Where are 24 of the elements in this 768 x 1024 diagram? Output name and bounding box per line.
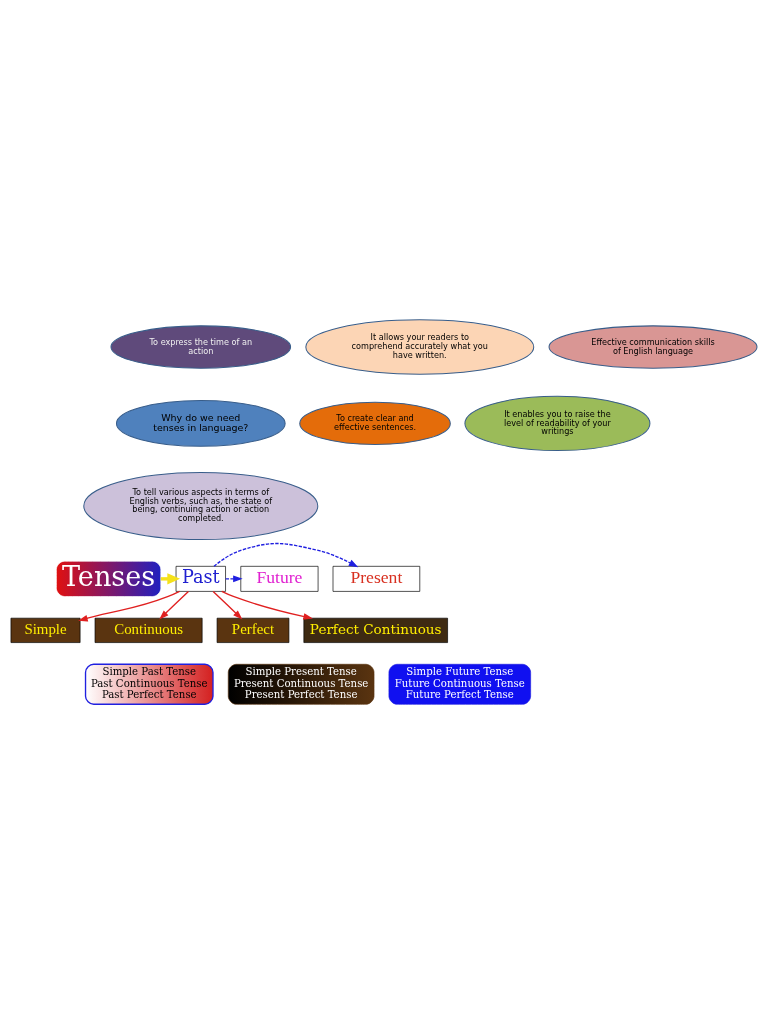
node-ellipse: Effective communication skills of English language — [548, 325, 758, 369]
node-box: Simple Future Tense Future Continuous Tense Future Perfect Tense — [388, 663, 531, 705]
node-box: Past — [175, 565, 226, 592]
arrow — [213, 542, 359, 568]
node-box: Simple Present Tense Present Continuous Tense Present Perfect Tense — [227, 663, 375, 705]
node-ellipse: To create clear and effective sentences. — [299, 401, 451, 446]
arrow — [212, 590, 243, 620]
arrow — [159, 590, 190, 620]
node-box: Tenses — [56, 560, 162, 597]
node-box: Perfect — [216, 617, 290, 643]
node-ellipse: It enables you to raise the level of readability of your writings — [464, 395, 651, 452]
node-box: Present — [332, 565, 421, 592]
node-box: Simple Past Tense Past Continuous Tense Past Perfect Tense — [84, 663, 214, 705]
node-ellipse: Why do we need tenses in language? — [115, 399, 286, 447]
node-box: Perfect Continuous — [303, 617, 448, 643]
node-box: Simple — [10, 617, 81, 643]
node-box: Continuous — [94, 617, 203, 643]
arrow — [221, 590, 313, 620]
node-box: Future — [240, 565, 319, 592]
node-ellipse: To tell various aspects in terms of English verbs, such as, the state of being, continuing action or action completed. — [83, 471, 319, 541]
arrow — [225, 575, 243, 583]
node-ellipse: To express the time of an action — [110, 325, 292, 369]
arrow — [78, 590, 181, 622]
node-ellipse: It allows your readers to comprehend accurately what you have written. — [305, 319, 535, 375]
